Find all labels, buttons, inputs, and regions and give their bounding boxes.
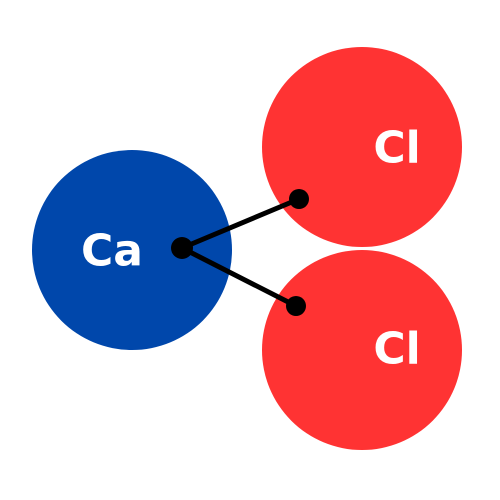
bond-dot-ca: [171, 237, 193, 259]
atom-cl1-circle: [262, 47, 462, 247]
atom-ca-circle: [32, 150, 232, 350]
bond-ca-cl1: [179, 196, 302, 251]
atom-cl1-label: Cl: [373, 123, 420, 174]
atom-ca-label: Ca: [81, 226, 143, 277]
bond-dot-cl2: [286, 296, 306, 316]
atom-cl2-circle: [262, 250, 462, 450]
bond-ca-cl2: [179, 245, 299, 309]
atom-cl2-label: Cl: [373, 324, 420, 375]
bond-dot-cl1: [289, 189, 309, 209]
